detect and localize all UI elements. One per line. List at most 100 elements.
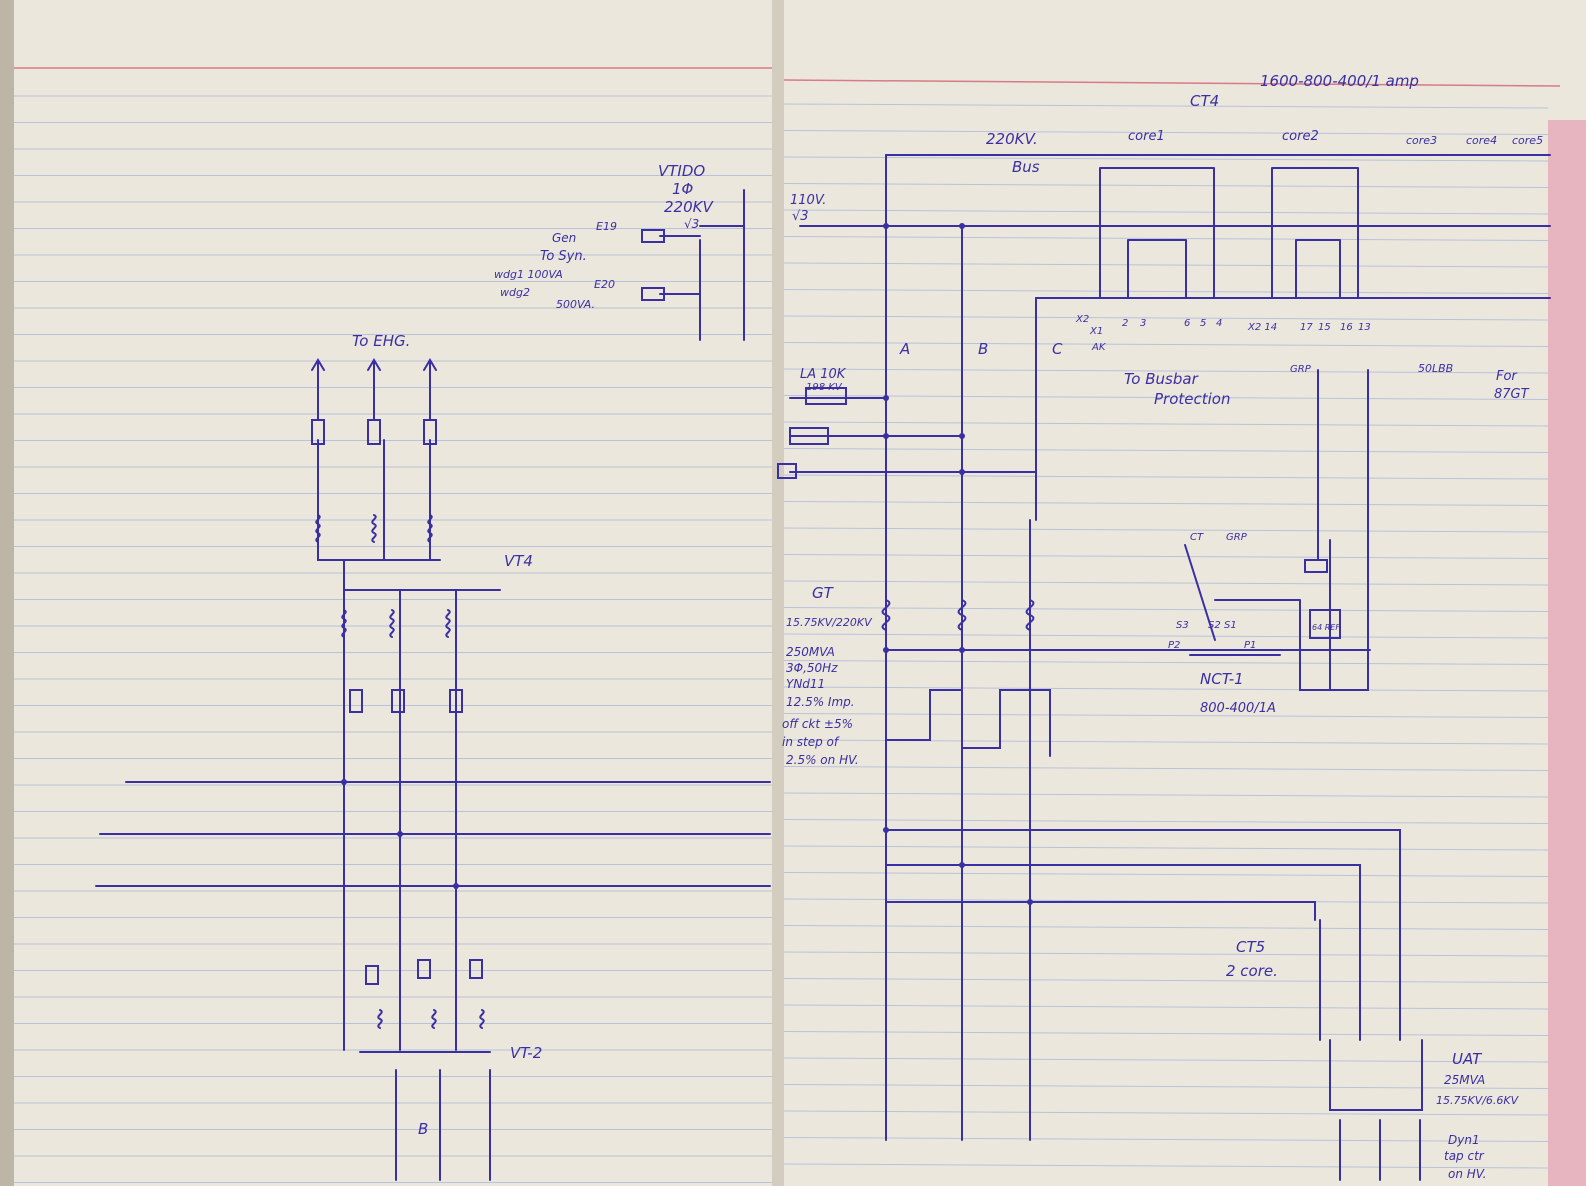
ruled-line-right xyxy=(783,792,1549,798)
vt4-sec-fuse-c xyxy=(449,689,463,713)
ruled-line-right xyxy=(783,1084,1549,1089)
ruled-line-right xyxy=(783,1031,1549,1036)
ruled-line-right xyxy=(783,130,1549,135)
bus-voltage-label: 220KV. xyxy=(986,130,1038,148)
la-label: LA 10K xyxy=(800,367,847,382)
uat-lv-leads xyxy=(1339,1119,1421,1181)
ruled-line-right xyxy=(783,1004,1549,1010)
left-horizontal-buses xyxy=(95,781,771,887)
vt-id-label: VTIDO xyxy=(658,162,705,180)
ruled-line-right xyxy=(783,183,1549,188)
grp2-label: GRP xyxy=(1226,532,1248,543)
vt2-label: VT-2 xyxy=(510,1044,542,1062)
tap15: 15 xyxy=(1318,322,1331,333)
core5-label: core5 xyxy=(1512,134,1543,147)
tap17: 17 xyxy=(1300,322,1313,333)
vt4-sec-fuse-b xyxy=(391,689,405,713)
uat-spec2: 15.75KV/6.6KV xyxy=(1436,1094,1520,1107)
gt-spec6: off ckt ±5% xyxy=(782,717,853,731)
e20-label: E20 xyxy=(594,278,615,291)
vt2-fuse-c xyxy=(469,959,483,979)
gt-spec2: 250MVA xyxy=(786,645,835,659)
ruled-line-right xyxy=(783,607,1549,612)
vt4-sec-coils xyxy=(341,609,451,638)
ruled-line-right xyxy=(783,554,1549,559)
ruled-line-right xyxy=(783,872,1549,877)
protection-label: Protection xyxy=(1154,390,1230,408)
phase-c-label: C xyxy=(1052,340,1063,358)
tap5: 5 xyxy=(1200,318,1206,329)
tap3: 3 xyxy=(1140,318,1146,329)
ruled-line-right xyxy=(783,527,1549,533)
e19-label: E19 xyxy=(596,220,617,233)
uat-label: UAT xyxy=(1452,1050,1483,1068)
for-label: For xyxy=(1496,369,1518,384)
to-syn-label: To Syn. xyxy=(540,249,587,264)
vt4-fuse-b xyxy=(367,419,381,445)
ruled-line-right xyxy=(783,209,1549,215)
gt-spec5: 12.5% Imp. xyxy=(786,695,855,709)
ruled-line-right xyxy=(783,289,1549,294)
vt-secondary-sqrt3: √3 xyxy=(792,209,809,224)
core2-label: core2 xyxy=(1282,129,1319,144)
gen-label: Gen xyxy=(552,231,576,245)
ct5-core-label: 2 core. xyxy=(1226,962,1278,980)
tap6: 6 xyxy=(1184,318,1190,329)
x2-label: X2 xyxy=(1075,314,1089,325)
ruled-line-right xyxy=(783,1057,1549,1063)
nct-ratio-label: 800-400/1A xyxy=(1200,701,1276,716)
to-ehg-arrows xyxy=(317,361,431,421)
ruled-line-right xyxy=(783,103,1549,109)
ruled-line-right xyxy=(783,236,1549,241)
ct5-label: CT5 xyxy=(1236,938,1265,956)
margin-line-right xyxy=(783,79,1561,87)
ruled-line-right xyxy=(783,819,1549,824)
wdg1-label: wdg1 100VA xyxy=(494,268,563,281)
gt-winding-b-hv xyxy=(957,599,967,631)
ruled-line-right xyxy=(783,448,1549,453)
gt-spec1: 15.75KV/220KV xyxy=(786,616,873,629)
ruled-lines xyxy=(14,95,1549,1183)
uat-spec5: on HV. xyxy=(1448,1167,1486,1181)
grp-relay-box xyxy=(1304,559,1328,573)
text-labels: 1600-800-400/1 amp CT4 220KV. Bus core1 … xyxy=(352,72,1543,1181)
vt4-label: VT4 xyxy=(504,552,533,570)
gt-winding-c-hv xyxy=(1025,599,1035,631)
relay50-label: 50LBB xyxy=(1418,362,1453,375)
uat-spec3: Dyn1 xyxy=(1448,1133,1480,1147)
to-ehg-label: To EHG. xyxy=(352,332,410,350)
vt-kv-label: 220KV xyxy=(664,198,714,216)
vt2-fuse-b xyxy=(417,959,431,979)
ruled-line-right xyxy=(783,1110,1549,1116)
uat-winding-frame xyxy=(1329,1039,1423,1111)
vtido-wiring xyxy=(659,189,745,341)
vt-secondary-voltage: 110V. xyxy=(790,193,826,208)
vt2-leads xyxy=(395,1069,491,1181)
la-kv-label: 198 KV xyxy=(806,382,843,393)
pink-sheet-edge xyxy=(1548,120,1586,1186)
ruled-line-right xyxy=(783,395,1549,400)
nct-wiring xyxy=(1184,369,1369,691)
core1-box xyxy=(1099,167,1215,299)
gt-lv-delta xyxy=(885,689,1051,757)
ink-lines xyxy=(95,154,1551,1181)
gt-spec4: YNd11 xyxy=(786,677,825,691)
x1-label: X1 xyxy=(1089,326,1103,337)
page-edge-left xyxy=(0,0,14,1186)
ruled-line-right xyxy=(783,713,1549,718)
la-box-1 xyxy=(805,387,847,405)
uat-spec4: tap ctr xyxy=(1444,1149,1485,1163)
p1-label: P1 xyxy=(1244,640,1256,651)
wdg2-label: wdg2 xyxy=(500,286,530,299)
ruled-line-right xyxy=(783,951,1549,957)
la-box-2 xyxy=(789,427,829,445)
tap4: 4 xyxy=(1216,318,1222,329)
ruled-line-right xyxy=(783,686,1549,692)
gt-spec7: in step of xyxy=(782,735,840,749)
gt-spec3: 3Φ,50Hz xyxy=(786,661,838,675)
tap16: 16 xyxy=(1340,322,1353,333)
ruled-line-right xyxy=(783,315,1549,321)
ref-relay-box xyxy=(1309,609,1341,639)
vt4-primary xyxy=(317,439,501,591)
